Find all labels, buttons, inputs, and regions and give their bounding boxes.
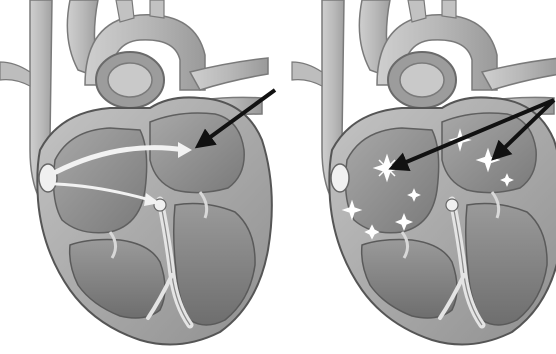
- right-panel-fibrillation: [292, 0, 556, 345]
- left-panel-normal-conduction: [0, 0, 275, 345]
